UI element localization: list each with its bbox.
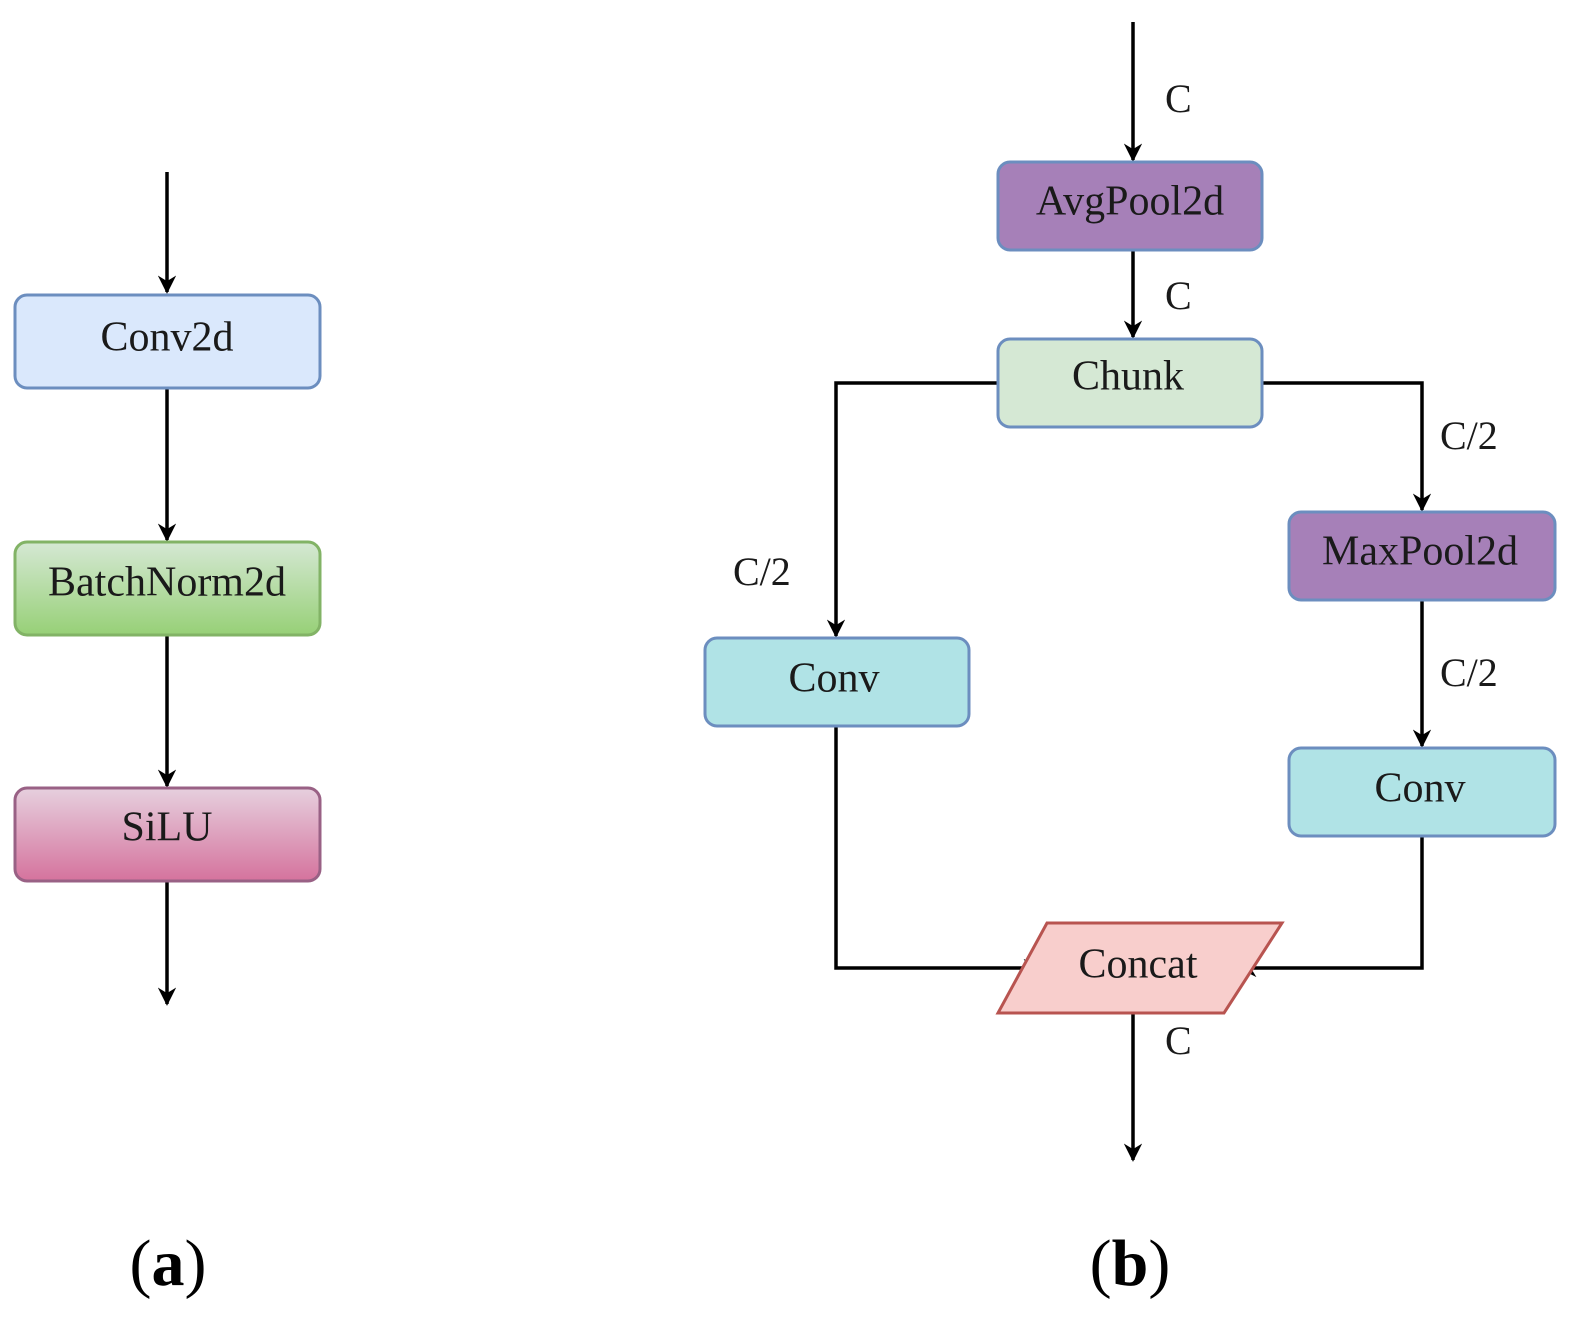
edge-label-chunk-to-maxpool: C/2: [1440, 413, 1498, 458]
node-conv-right-label: Conv: [1374, 766, 1465, 812]
panel-b-label: (b): [1090, 1227, 1171, 1300]
edge-label-maxpool-to-conv: C/2: [1440, 650, 1498, 695]
node-batchnorm2d-label: BatchNorm2d: [48, 560, 286, 606]
node-conv2d: Conv2d: [13, 293, 322, 390]
node-conv-right: Conv: [1287, 746, 1557, 838]
edge-b-conv-left-to-concat: [834, 726, 1042, 978]
edge-label-avgpool-to-chunk: C: [1165, 273, 1192, 318]
node-concat: Concat: [995, 921, 1285, 1015]
edge-label-output: C: [1165, 1018, 1192, 1063]
node-conv2d-label: Conv2d: [100, 315, 233, 361]
node-maxpool2d: MaxPool2d: [1287, 510, 1557, 602]
node-silu-label: SiLU: [121, 805, 212, 851]
node-maxpool2d-label: MaxPool2d: [1322, 529, 1518, 575]
node-conv-left: Conv: [703, 636, 971, 728]
panel-a-label: (a): [130, 1227, 207, 1300]
node-chunk-label: Chunk: [1072, 354, 1184, 400]
node-avgpool2d-label: AvgPool2d: [1036, 179, 1224, 225]
edge-b-chunk-to-conv-left: [826, 381, 998, 638]
edge-b-chunk-to-maxpool: [1262, 381, 1432, 512]
node-batchnorm2d: BatchNorm2d: [13, 540, 322, 637]
node-silu: SiLU: [13, 786, 322, 883]
panel-b: AvgPool2d Chunk MaxPool2d Conv Conv Conc…: [703, 22, 1557, 1300]
edge-b-conv-right-to-concat: [1238, 836, 1424, 978]
node-avgpool2d: AvgPool2d: [996, 160, 1264, 252]
node-conv-left-label: Conv: [788, 656, 879, 702]
edge-label-chunk-to-conv-left: C/2: [733, 549, 791, 594]
edge-label-input: C: [1165, 76, 1192, 121]
node-chunk: Chunk: [996, 337, 1264, 429]
panel-a: Conv2d BatchNorm2d SiLU (a): [13, 172, 322, 1300]
node-concat-label: Concat: [1079, 942, 1198, 988]
